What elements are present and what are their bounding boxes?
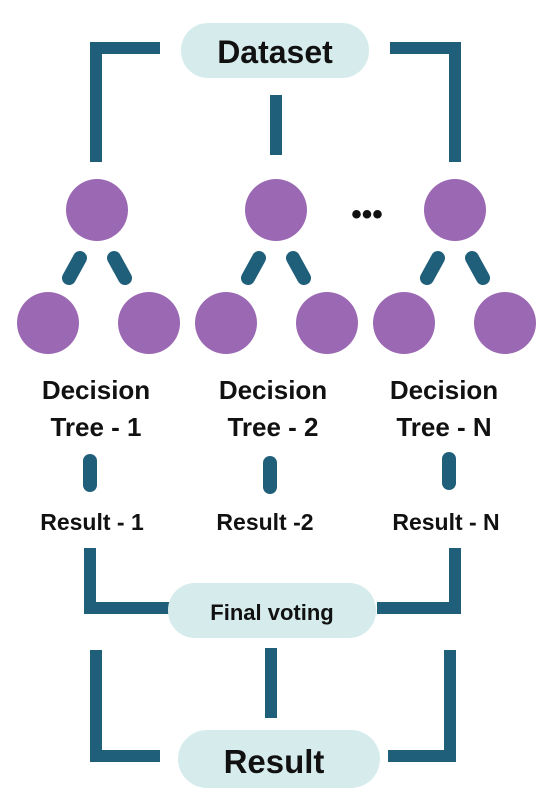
- tree-result-connectors: [83, 452, 456, 494]
- tree-2: [195, 179, 358, 354]
- connector-dataset-left: [90, 42, 160, 162]
- tree-2-label-line2: Tree - 2: [227, 412, 318, 442]
- dataset-pill-bg: [181, 23, 369, 78]
- tree-n-right-leaf-node-icon: [474, 292, 536, 354]
- tree-n-left-branch: [420, 251, 445, 285]
- final-voting-pill-bg: [168, 583, 376, 638]
- tree-n-label-line1: Decision: [390, 375, 498, 405]
- final-voting-label: Final voting: [210, 600, 333, 625]
- connector-result-1-voting: [84, 548, 170, 614]
- final-voting-pill: Final voting: [168, 583, 376, 638]
- voting-connectors: [84, 548, 461, 614]
- top-connectors: [90, 42, 461, 162]
- connector-voting-left: [90, 650, 160, 762]
- tree-n-label-line2: Tree - N: [396, 412, 491, 442]
- tree-2-right-branch: [286, 251, 311, 285]
- tree-n-left-leaf-node-icon: [373, 292, 435, 354]
- connector-result-n-voting: [377, 548, 461, 614]
- tree-n-right-branch: [465, 251, 490, 285]
- connector-voting-right: [388, 650, 456, 762]
- tree-1: [17, 179, 180, 354]
- tree-1-label-line1: Decision: [42, 375, 150, 405]
- tree-1-right-leaf-node-icon: [118, 292, 180, 354]
- tree-1-right-branch: [107, 251, 132, 285]
- tree-2-right-leaf-node-icon: [296, 292, 358, 354]
- tree-n-result-label: Result - N: [392, 509, 499, 535]
- tree-n-root-node-icon: [424, 179, 486, 241]
- tree-n-label: Decision Tree - N: [390, 375, 498, 442]
- dataset-pill: Dataset: [181, 23, 369, 78]
- tree-2-left-leaf-node-icon: [195, 292, 257, 354]
- tree-1-left-branch: [62, 251, 87, 285]
- tree-1-result-label: Result - 1: [40, 509, 144, 535]
- tree-1-label: Decision Tree - 1: [42, 375, 150, 442]
- tree-1-label-line2: Tree - 1: [50, 412, 141, 442]
- result-pill: Result: [178, 730, 380, 788]
- result-label: Result: [224, 743, 325, 780]
- tree-2-label-line1: Decision: [219, 375, 327, 405]
- tree-ellipsis: •••: [351, 198, 383, 231]
- tree-2-label: Decision Tree - 2: [219, 375, 327, 442]
- tree-2-left-branch: [241, 251, 266, 285]
- connector-dataset-right: [390, 42, 461, 162]
- dataset-label: Dataset: [217, 34, 333, 70]
- tree-2-root-node-icon: [245, 179, 307, 241]
- tree-1-left-leaf-node-icon: [17, 292, 79, 354]
- bottom-connectors: [90, 648, 456, 762]
- tree-2-result-label: Result -2: [216, 509, 313, 535]
- tree-n: [373, 179, 536, 354]
- result-pill-bg: [178, 730, 380, 788]
- tree-1-root-node-icon: [66, 179, 128, 241]
